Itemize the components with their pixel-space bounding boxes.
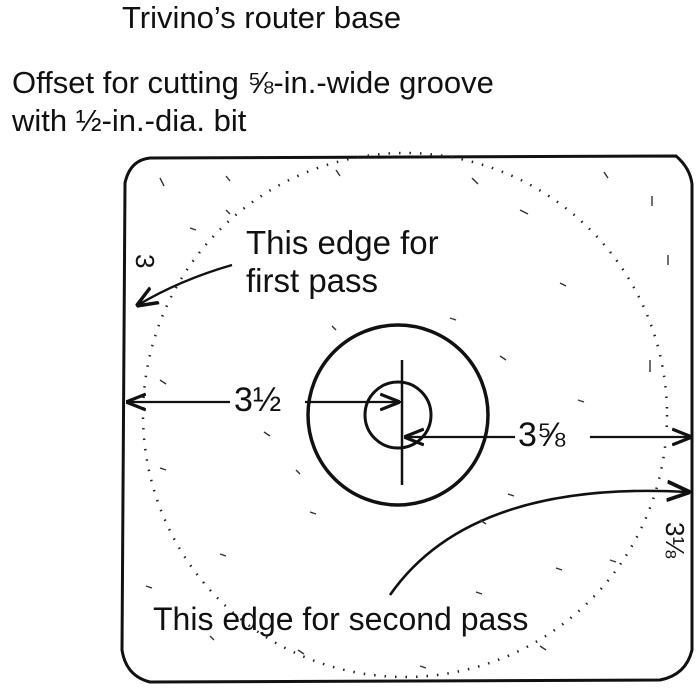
second-pass-leader-arrow [388,491,688,596]
right-offset-dimension: 3⅝ [516,416,568,455]
first-pass-label-line-1: This edge for [246,224,439,261]
left-offset-dimension: 3½ [232,381,284,420]
second-pass-label: This edge for second pass [153,601,529,637]
subtitle-line-1: Offset for cutting ⅝-in.-wide groove [12,65,494,100]
left-edge-dimension: 3 [130,254,160,269]
wood-grain-marks [145,169,669,669]
first-pass-label: This edge for first pass [246,224,439,300]
diagram-subtitle: Offset for cutting ⅝-in.-wide groove wit… [12,64,494,140]
first-pass-leader-arrow [138,263,233,305]
bit-circle [363,380,433,450]
base-plate-outline [120,154,694,684]
diagram-title: Trivino’s router base [122,0,402,35]
subtitle-line-2: with ½-in.-dia. bit [12,103,247,138]
first-pass-label-line-2: first pass [246,262,379,299]
right-edge-dimension: 3⅛ [660,522,690,559]
dotted-offset-circle [141,151,669,679]
collet-outer-circle [306,323,490,507]
